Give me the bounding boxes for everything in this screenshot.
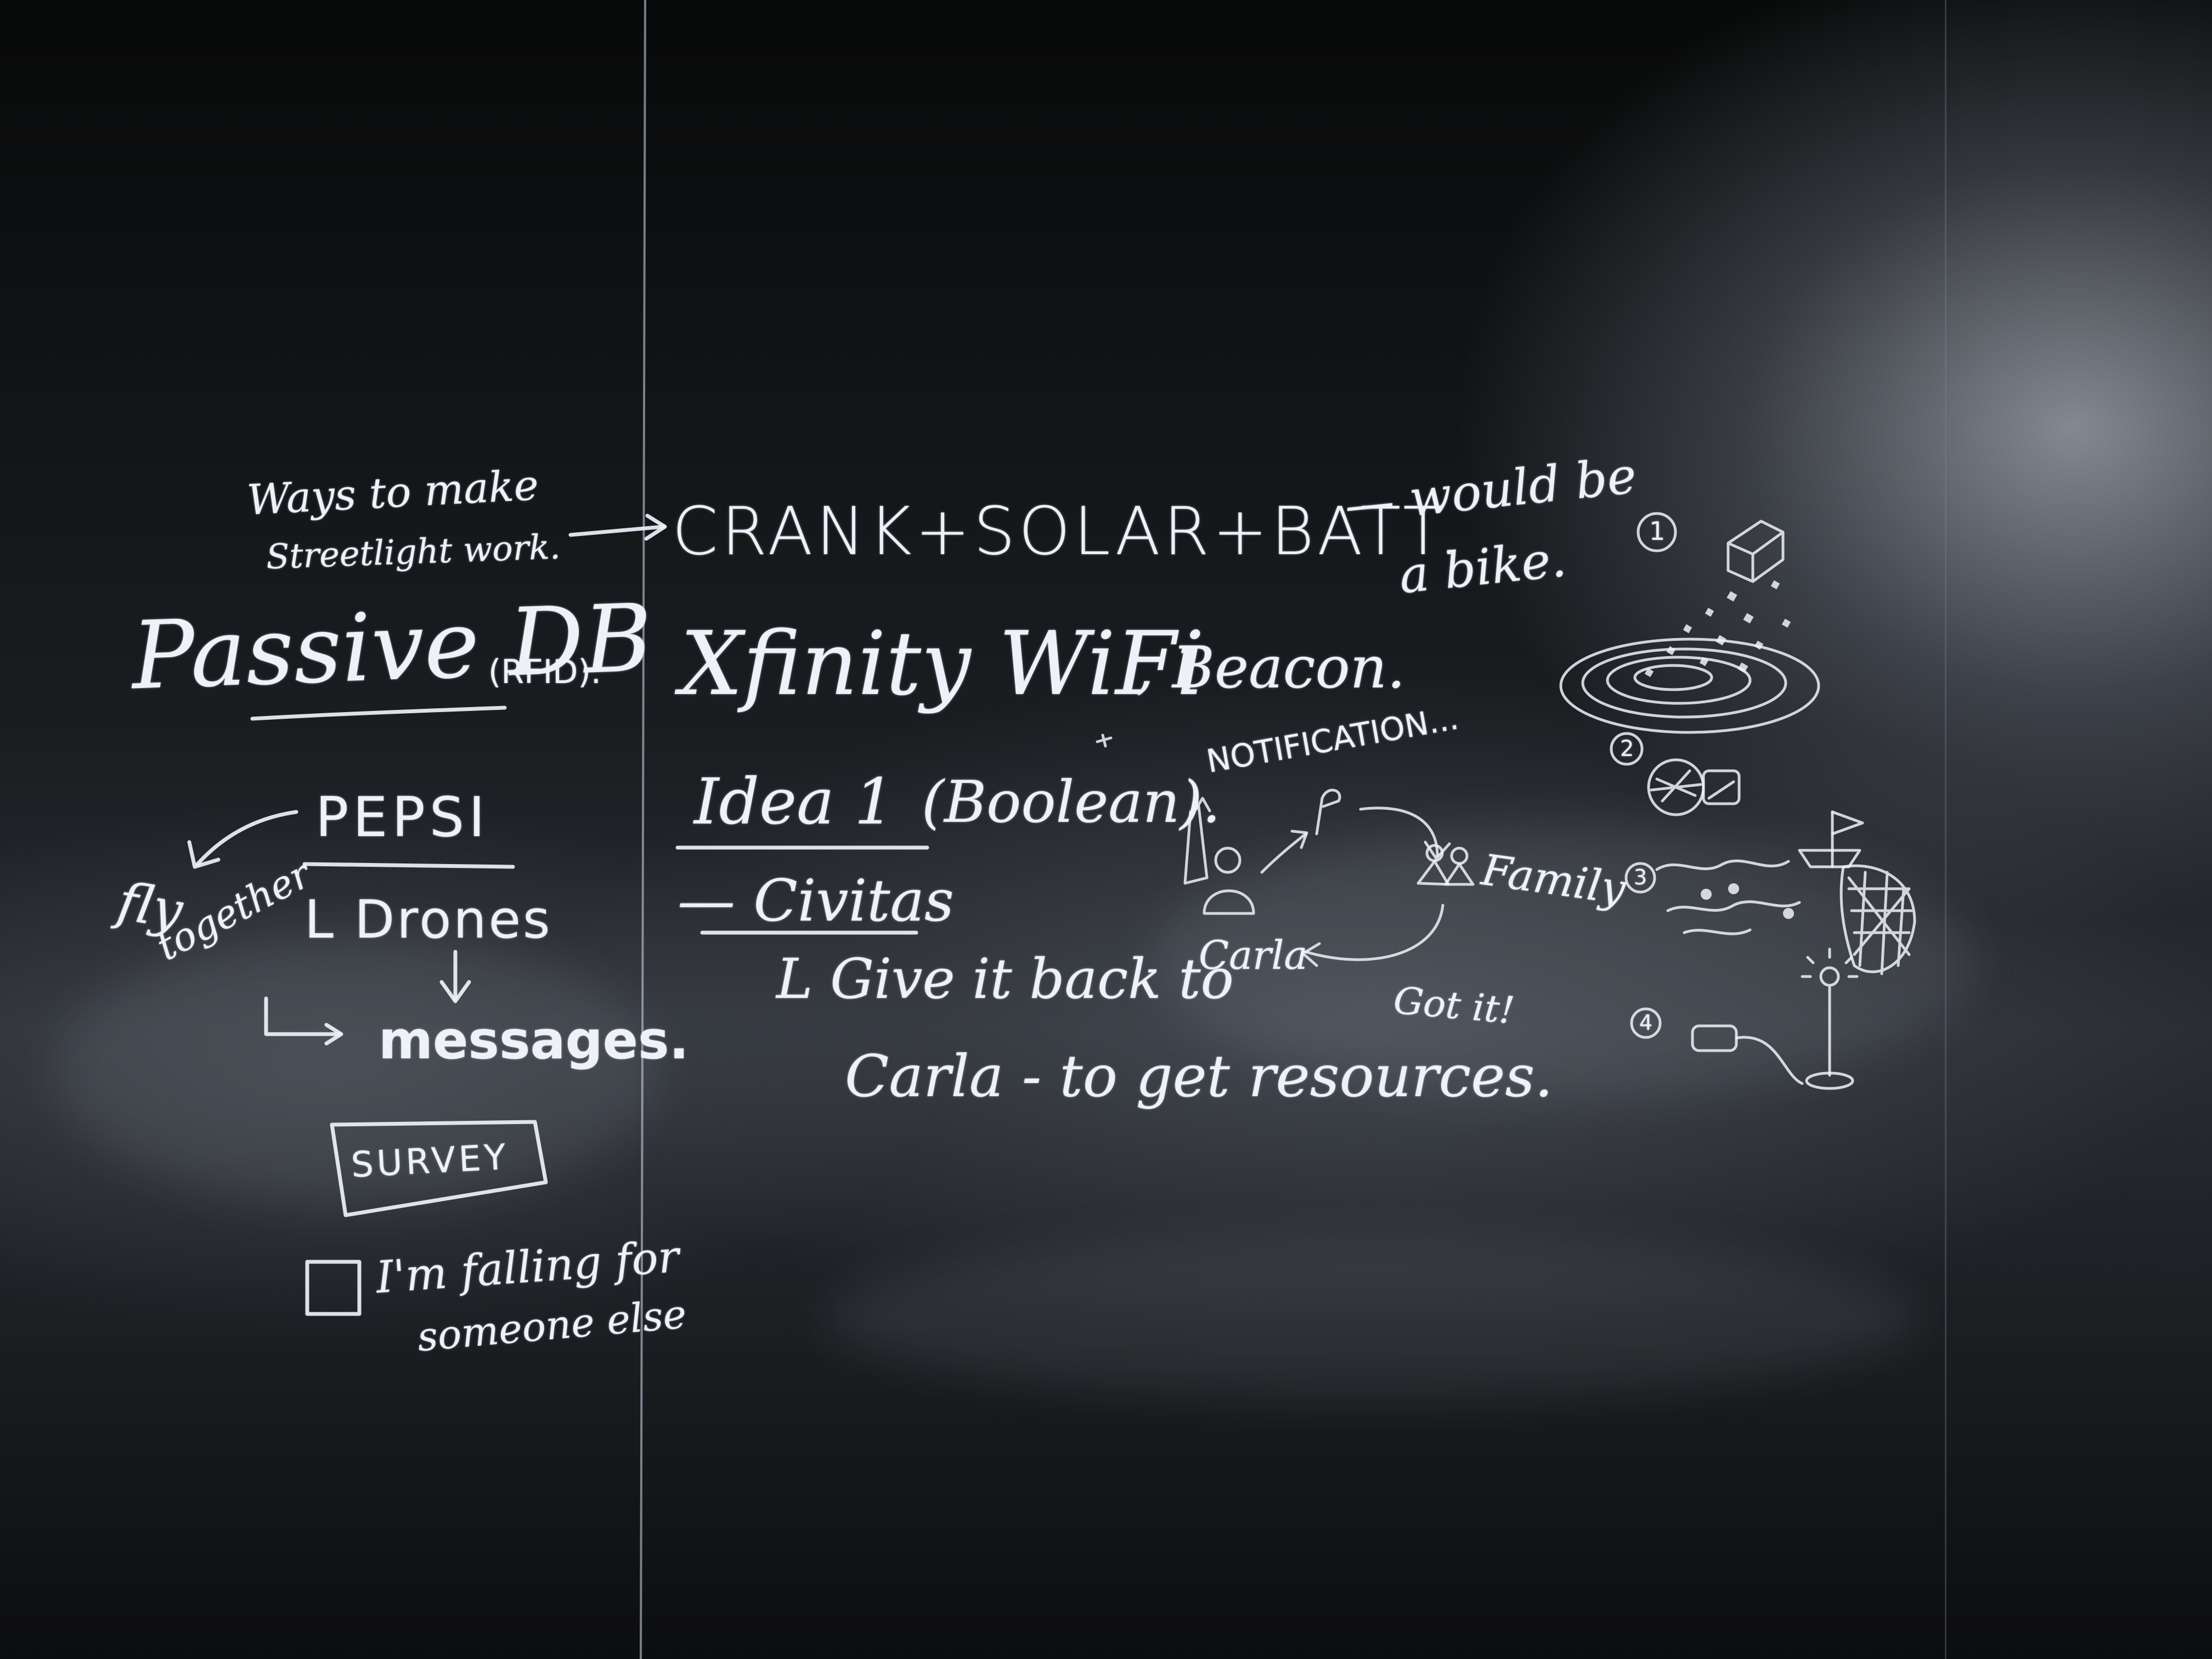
family-head-icon	[1450, 847, 1469, 865]
eraser-smudge	[823, 1234, 1920, 1399]
boat-hull	[1798, 849, 1861, 868]
pepsi-label: PEPSI	[315, 785, 489, 849]
pond-ring	[1559, 637, 1820, 734]
arrowhead	[1290, 830, 1308, 849]
sketch-number-2: 2	[1620, 736, 1634, 761]
number-circle-4	[1630, 1007, 1662, 1039]
notification-arrow	[1194, 797, 1211, 812]
lamp-base	[1805, 1071, 1854, 1090]
drop-icon	[1783, 908, 1794, 919]
battery-icon	[1702, 769, 1741, 805]
survey-box	[330, 1120, 548, 1217]
person-head-icon	[1214, 847, 1242, 874]
idea-1: Idea 1	[694, 765, 895, 839]
messages-label: messages.	[379, 1011, 689, 1071]
cable-line	[1735, 1036, 1804, 1085]
cube-icon	[1726, 520, 1785, 583]
pond-ring	[1581, 647, 1787, 719]
family-body-icon	[1417, 860, 1450, 886]
asterisk-mark	[1096, 733, 1113, 748]
arrowhead	[439, 980, 471, 1003]
crank-solar-batt: CRANK+SOLAR+BATT.	[672, 494, 1463, 570]
boolean-label: (Boolean).	[922, 769, 1221, 836]
give-back-label: L Give it back to	[776, 947, 1234, 1011]
underline-passive	[250, 706, 507, 721]
number-circle-2	[1610, 732, 1644, 766]
survey-label: SURVEY	[350, 1137, 510, 1186]
sketch-number-4: 4	[1639, 1011, 1653, 1035]
panel-seam-right	[1945, 0, 1946, 1659]
battery-fill	[1707, 780, 1735, 800]
arrowhead	[1301, 942, 1321, 967]
eraser-smudge	[55, 933, 658, 1207]
arrow-to-messages	[264, 996, 342, 1036]
plug-icon	[1691, 1024, 1738, 1052]
carla-label: Carla	[1199, 932, 1308, 978]
net-icon	[1839, 864, 1916, 975]
lamp-bulb-icon	[1819, 966, 1840, 987]
arrow-carla-to-signal	[1260, 832, 1307, 874]
checkbox-icon	[305, 1260, 362, 1316]
pond-ring	[1606, 656, 1752, 705]
carla-resources-label: Carla - to get resources.	[845, 1043, 1553, 1110]
arrowhead	[324, 1023, 343, 1046]
sketch-number-1: 1	[1649, 516, 1666, 546]
flag-icon	[1831, 810, 1864, 836]
family-body-icon	[1444, 862, 1475, 886]
civitas-label: — Civitas	[678, 867, 954, 934]
wave-line	[1683, 928, 1752, 935]
arrow-to-crank	[568, 524, 666, 537]
signal-icon	[1315, 788, 1341, 836]
arrow-signal-to-family	[1359, 806, 1439, 857]
person-body-icon	[1203, 889, 1255, 915]
eraser-smudge	[1152, 823, 1975, 1097]
got-it-label: Got it!	[1392, 979, 1516, 1033]
arrow-family-to-carla	[1304, 904, 1444, 961]
underline-pepsi	[302, 862, 515, 869]
ways-line2: Streetlight work.	[265, 526, 561, 577]
fan-blades	[1650, 769, 1702, 803]
pond-ring	[1633, 664, 1713, 691]
arrowhead	[644, 514, 667, 541]
rfid-label: (RFID).	[488, 653, 601, 691]
sketch-number-3: 3	[1634, 865, 1647, 889]
number-circle-1	[1637, 512, 1677, 552]
arrowhead	[187, 840, 221, 869]
particles	[1644, 580, 1791, 678]
drop-icon	[1728, 883, 1739, 894]
lamp-rays	[1801, 947, 1859, 978]
drop-icon	[1701, 889, 1712, 900]
number-circle-3	[1624, 862, 1656, 894]
drones-label: L Drones	[304, 890, 552, 950]
wave-line	[1655, 859, 1790, 871]
beacon-label: , Beacon.	[1136, 634, 1406, 701]
xfinity-wifi: Xfinity WiFi	[680, 612, 1205, 715]
arrow-to-fly	[195, 810, 298, 866]
wave-line	[1666, 900, 1801, 912]
